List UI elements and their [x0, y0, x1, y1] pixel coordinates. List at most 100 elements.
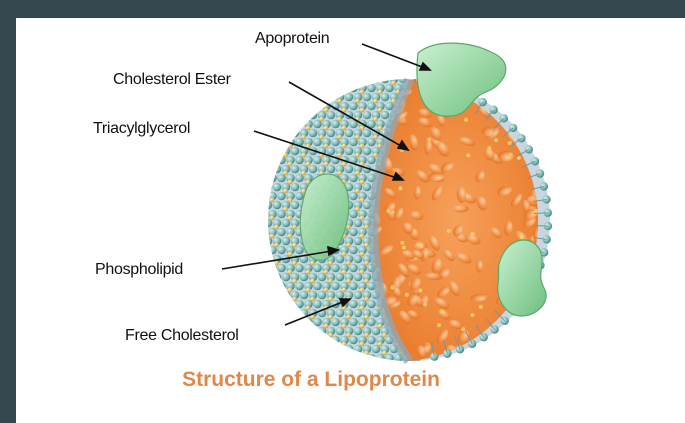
free-cholesterol-dot	[382, 351, 387, 356]
free-cholesterol-dot	[346, 261, 351, 266]
free-cholesterol-dot	[337, 117, 342, 122]
free-cholesterol-dot	[360, 90, 365, 95]
free-cholesterol-dot	[346, 315, 351, 320]
free-cholesterol-dot	[319, 117, 324, 122]
core-cholesterol-dot	[535, 147, 539, 151]
free-cholesterol-dot	[364, 261, 369, 266]
free-cholesterol-dot	[355, 207, 360, 212]
phospholipid-head	[363, 129, 372, 138]
rim-lipid-tail	[534, 225, 548, 226]
free-cholesterol-dot	[355, 153, 360, 158]
free-cholesterol-dot	[360, 342, 365, 347]
phospholipid-head	[381, 93, 390, 102]
free-cholesterol-dot	[373, 153, 378, 158]
core-cholesterol-dot	[506, 111, 510, 115]
phospholipid-head	[264, 183, 273, 192]
core-cholesterol-dot	[423, 302, 427, 306]
phospholipid-head	[363, 111, 372, 120]
apoprotein-top	[417, 43, 506, 116]
free-cholesterol-dot	[310, 279, 315, 284]
phospholipid-head	[345, 165, 354, 174]
core-cholesterol-dot	[461, 327, 465, 331]
phospholipid-head	[313, 318, 322, 327]
free-cholesterol-dot	[274, 243, 279, 248]
phospholipid-head	[345, 147, 354, 156]
core-cholesterol-dot	[418, 288, 422, 292]
phospholipid-head	[331, 318, 340, 327]
phospholipid-head	[363, 147, 372, 156]
core-cholesterol-dot	[471, 232, 475, 236]
free-cholesterol-dot	[364, 351, 369, 356]
free-cholesterol-dot	[373, 117, 378, 122]
free-cholesterol-dot	[360, 108, 365, 113]
phospholipid-head	[349, 300, 358, 309]
free-cholesterol-dot	[306, 288, 311, 293]
core-lipid-droplet	[496, 344, 508, 360]
diagram-panel: Apoprotein Cholesterol Ester Triacylglyc…	[16, 18, 685, 423]
phospholipid-head	[291, 129, 300, 138]
free-cholesterol-dot	[270, 198, 275, 203]
free-cholesterol-dot	[342, 144, 347, 149]
phospholipid-head	[331, 282, 340, 291]
free-cholesterol-dot	[274, 261, 279, 266]
free-cholesterol-dot	[360, 216, 365, 221]
free-cholesterol-dot	[342, 162, 347, 167]
core-cholesterol-dot	[508, 141, 512, 145]
free-cholesterol-dot	[288, 216, 293, 221]
free-cholesterol-dot	[364, 333, 369, 338]
free-cholesterol-dot	[360, 270, 365, 275]
core-lipid-droplet	[525, 121, 541, 131]
free-cholesterol-dot	[355, 189, 360, 194]
free-cholesterol-dot	[342, 324, 347, 329]
phospholipid-head	[349, 84, 358, 93]
free-cholesterol-dot	[288, 198, 293, 203]
phospholipid-head	[331, 336, 340, 345]
free-cholesterol-dot	[355, 171, 360, 176]
core-lipid-droplet	[544, 148, 561, 159]
free-cholesterol-dot	[288, 162, 293, 167]
core-cholesterol-dot	[550, 182, 554, 186]
free-cholesterol-dot	[337, 135, 342, 140]
free-cholesterol-dot	[337, 171, 342, 176]
free-cholesterol-dot	[328, 315, 333, 320]
free-cholesterol-dot	[364, 315, 369, 320]
free-cholesterol-dot	[306, 306, 311, 311]
free-cholesterol-dot	[324, 324, 329, 329]
free-cholesterol-dot	[310, 261, 315, 266]
free-cholesterol-dot	[378, 324, 383, 329]
core-lipid-droplet	[534, 80, 552, 95]
label-free-cholesterol: Free Cholesterol	[125, 327, 238, 345]
free-cholesterol-dot	[355, 99, 360, 104]
free-cholesterol-dot	[328, 261, 333, 266]
free-cholesterol-dot	[346, 243, 351, 248]
free-cholesterol-dot	[306, 270, 311, 275]
phospholipid-head	[349, 264, 358, 273]
core-lipid-droplet	[533, 118, 550, 133]
phospholipid-head	[349, 282, 358, 291]
phospholipid-head	[309, 165, 318, 174]
core-cholesterol-dot	[504, 331, 508, 335]
free-cholesterol-dot	[391, 81, 396, 86]
phospholipid-head	[349, 246, 358, 255]
phospholipid-head	[367, 318, 376, 327]
phospholipid-head	[273, 183, 282, 192]
label-apoprotein: Apoprotein	[255, 30, 329, 48]
phospholipid-head	[273, 165, 282, 174]
phospholipid-head	[273, 273, 282, 282]
core-cholesterol-dot	[547, 110, 551, 114]
core-cholesterol-dot	[537, 135, 541, 139]
core-cholesterol-dot	[402, 246, 406, 250]
phospholipid-head	[367, 300, 376, 309]
free-cholesterol-dot	[360, 180, 365, 185]
free-cholesterol-dot	[360, 144, 365, 149]
phospholipid-head	[309, 111, 318, 120]
free-cholesterol-dot	[342, 342, 347, 347]
free-cholesterol-dot	[364, 279, 369, 284]
core-lipid-droplet	[541, 335, 559, 350]
free-cholesterol-dot	[346, 279, 351, 284]
core-cholesterol-dot	[419, 244, 423, 248]
phospholipid-head	[291, 147, 300, 156]
free-cholesterol-dot	[288, 234, 293, 239]
phospholipid-head	[295, 246, 304, 255]
free-cholesterol-dot	[319, 135, 324, 140]
